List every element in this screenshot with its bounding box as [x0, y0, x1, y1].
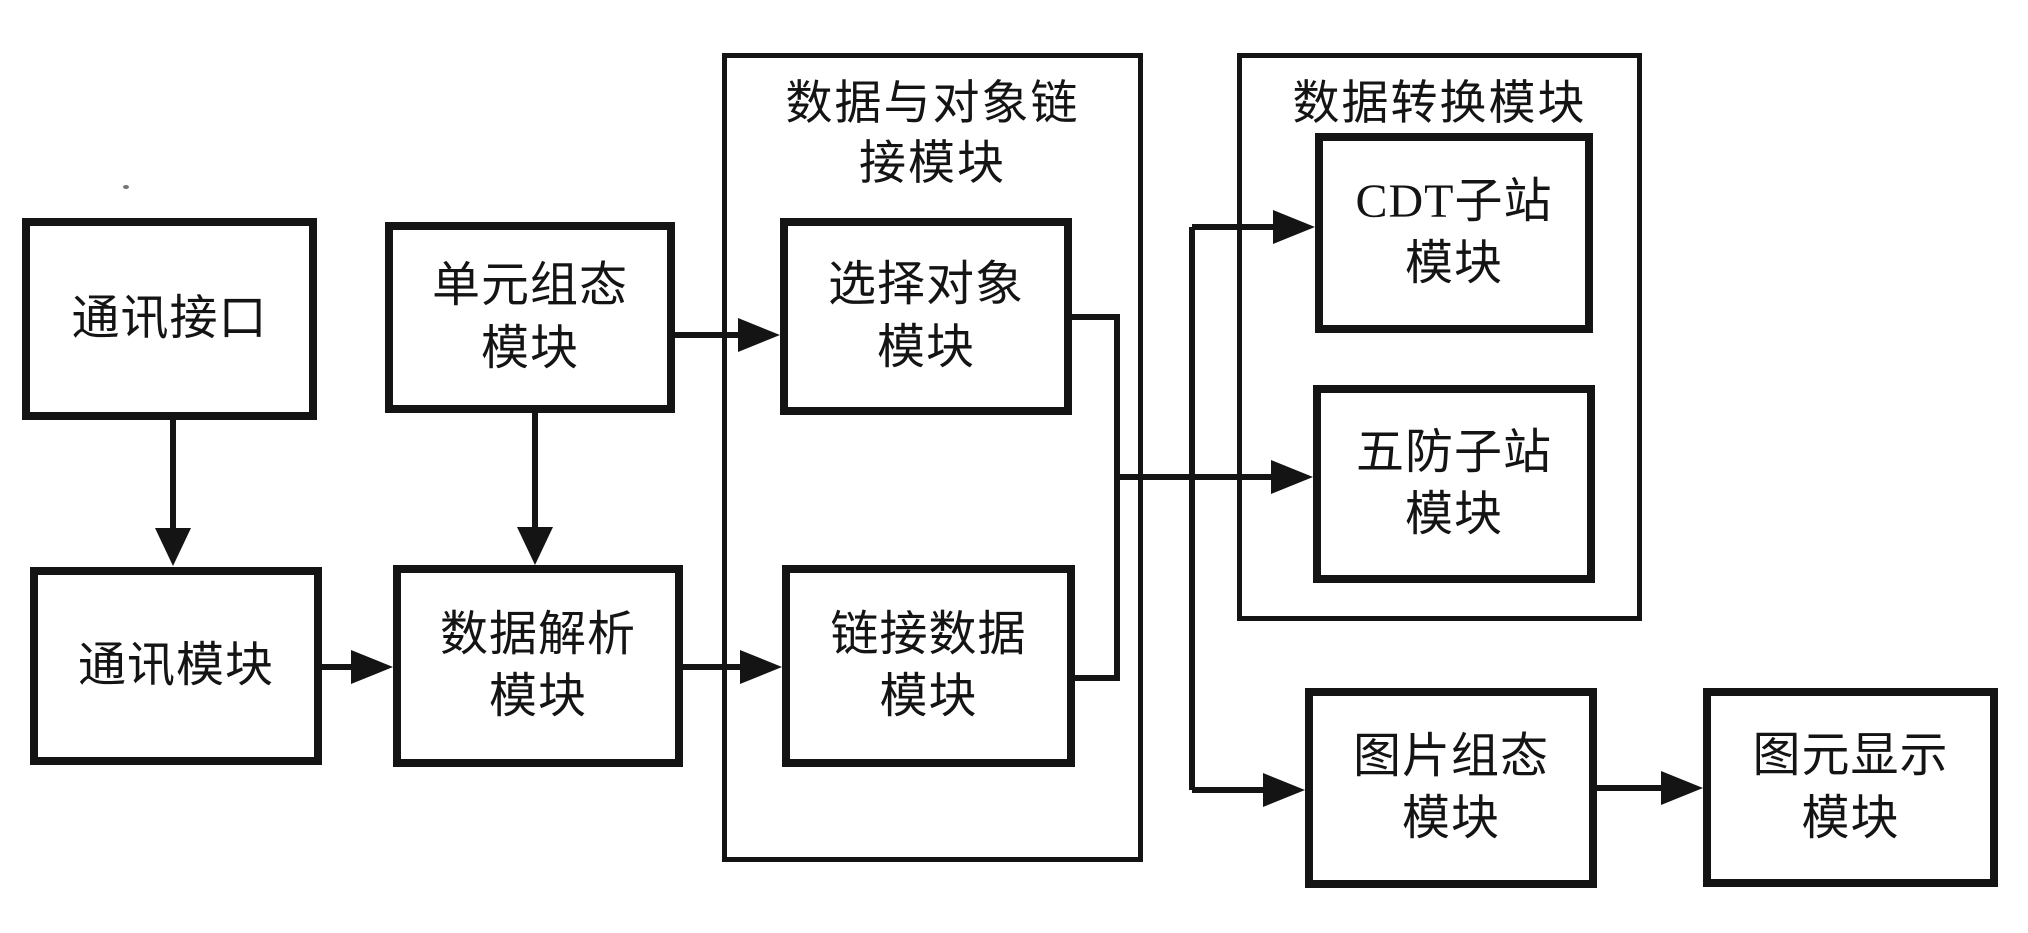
group-data-object-link-module: 数据与对象链 接模块	[722, 53, 1143, 862]
scan-artifact-dot	[123, 185, 129, 189]
node-label: 链接数据	[830, 607, 1027, 661]
node-comm-module: 通讯模块	[30, 567, 322, 765]
node-label: 模块	[876, 320, 975, 374]
node-data-parse-module: 数据解析 模块	[393, 565, 683, 767]
edge-pic-config-to-element-display	[1597, 771, 1703, 805]
node-label: 模块	[1401, 792, 1500, 845]
node-comm-interface: 通讯接口	[22, 218, 317, 420]
node-label: 模块	[480, 321, 579, 375]
node-label: 模块	[1404, 237, 1503, 290]
group-title-data-convert: 数据转换模块	[1242, 74, 1637, 134]
edge-unit-config-to-select-object	[675, 318, 780, 352]
node-link-data-module: 链接数据 模块	[782, 565, 1075, 767]
node-label: 通讯接口	[71, 291, 268, 345]
group-title-data-object-link: 数据与对象链 接模块	[727, 74, 1138, 194]
node-label: 模块	[488, 670, 587, 723]
node-label: 单元组态	[431, 259, 628, 313]
node-wufang-substation-module: 五防子站 模块	[1313, 385, 1595, 583]
node-label: 模块	[1801, 791, 1900, 845]
node-label: 数据解析	[439, 607, 636, 661]
group-title-line: 接模块	[859, 138, 1006, 191]
node-label: 模块	[879, 670, 978, 723]
group-data-convert-module: 数据转换模块	[1237, 53, 1642, 621]
node-pic-config-module: 图片组态 模块	[1305, 688, 1597, 888]
node-label: CDT子站	[1355, 174, 1553, 228]
edge-junction-to-cdt-sub	[1192, 210, 1315, 244]
edge-comm-module-to-data-parse	[322, 650, 393, 684]
node-label: 选择对象	[827, 258, 1024, 312]
edge-junction-to-pic-config	[1192, 773, 1305, 807]
node-select-object-module: 选择对象 模块	[780, 218, 1072, 415]
node-unit-config-module: 单元组态 模块	[385, 222, 675, 413]
node-label: 图元显示	[1752, 729, 1949, 783]
node-label: 五防子站	[1355, 425, 1552, 479]
edge-unit-config-to-data-parse	[517, 413, 553, 565]
node-label: 模块	[1404, 488, 1503, 541]
node-label: 通讯模块	[77, 638, 274, 692]
edge-comm-interface-to-comm-module	[155, 420, 191, 566]
node-element-display-module: 图元显示 模块	[1703, 688, 1998, 887]
node-cdt-substation-module: CDT子站 模块	[1315, 133, 1593, 333]
edge-junction-to-wufang-sub	[1117, 460, 1313, 494]
group-title-line: 数据转换模块	[1292, 78, 1587, 130]
group-title-line: 数据与对象链	[785, 78, 1080, 130]
edge-select-object-link-data-junction	[1072, 314, 1120, 681]
node-label: 图片组态	[1352, 729, 1549, 783]
edge-data-parse-to-link-data	[683, 650, 782, 684]
